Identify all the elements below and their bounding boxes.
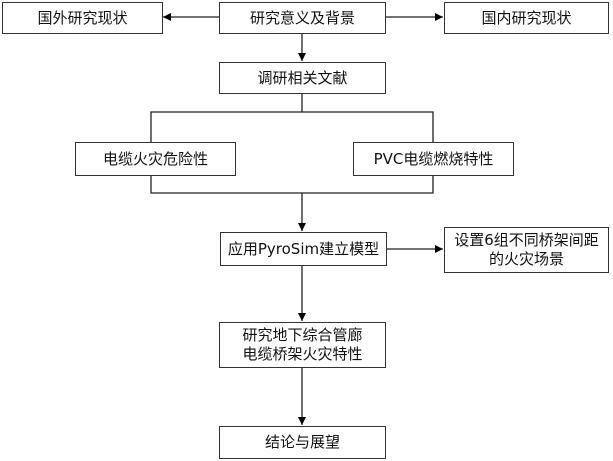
node-domestic-research-status: 国内研究现状 [444,2,609,34]
node-conclusion: 结论与展望 [219,426,386,459]
node-foreign-research-status: 国外研究现状 [2,2,163,34]
node-pvc-combustion: PVC电缆燃烧特性 [353,142,514,176]
node-label: 结论与展望 [264,433,340,451]
node-label: 国内研究现状 [481,8,572,27]
node-literature-review: 调研相关文献 [219,62,386,94]
node-label: 研究意义及背景 [249,8,355,27]
edge-split-top [150,111,434,142]
node-label: 应用PyroSim建立模型 [227,239,380,258]
node-label: 设置6组不同桥架间距 的火灾场景 [454,231,599,268]
node-cable-fire-hazard: 电缆火灾危险性 [75,142,236,176]
edge-merge-bottom [150,175,434,194]
node-tray-fire-study: 研究地下综合管廊 电缆桥架火灾特性 [219,322,386,368]
node-pyrosim-model: 应用PyroSim建立模型 [220,232,387,266]
node-label: 电缆火灾危险性 [102,149,208,168]
node-research-background: 研究意义及背景 [219,2,386,34]
node-label: 研究地下综合管廊 电缆桥架火灾特性 [242,326,363,363]
node-label: 调研相关文献 [257,68,348,87]
node-label: 国外研究现状 [37,8,128,27]
node-label: PVC电缆燃烧特性 [373,149,494,168]
node-fire-scenarios: 设置6组不同桥架间距 的火灾场景 [444,227,609,273]
